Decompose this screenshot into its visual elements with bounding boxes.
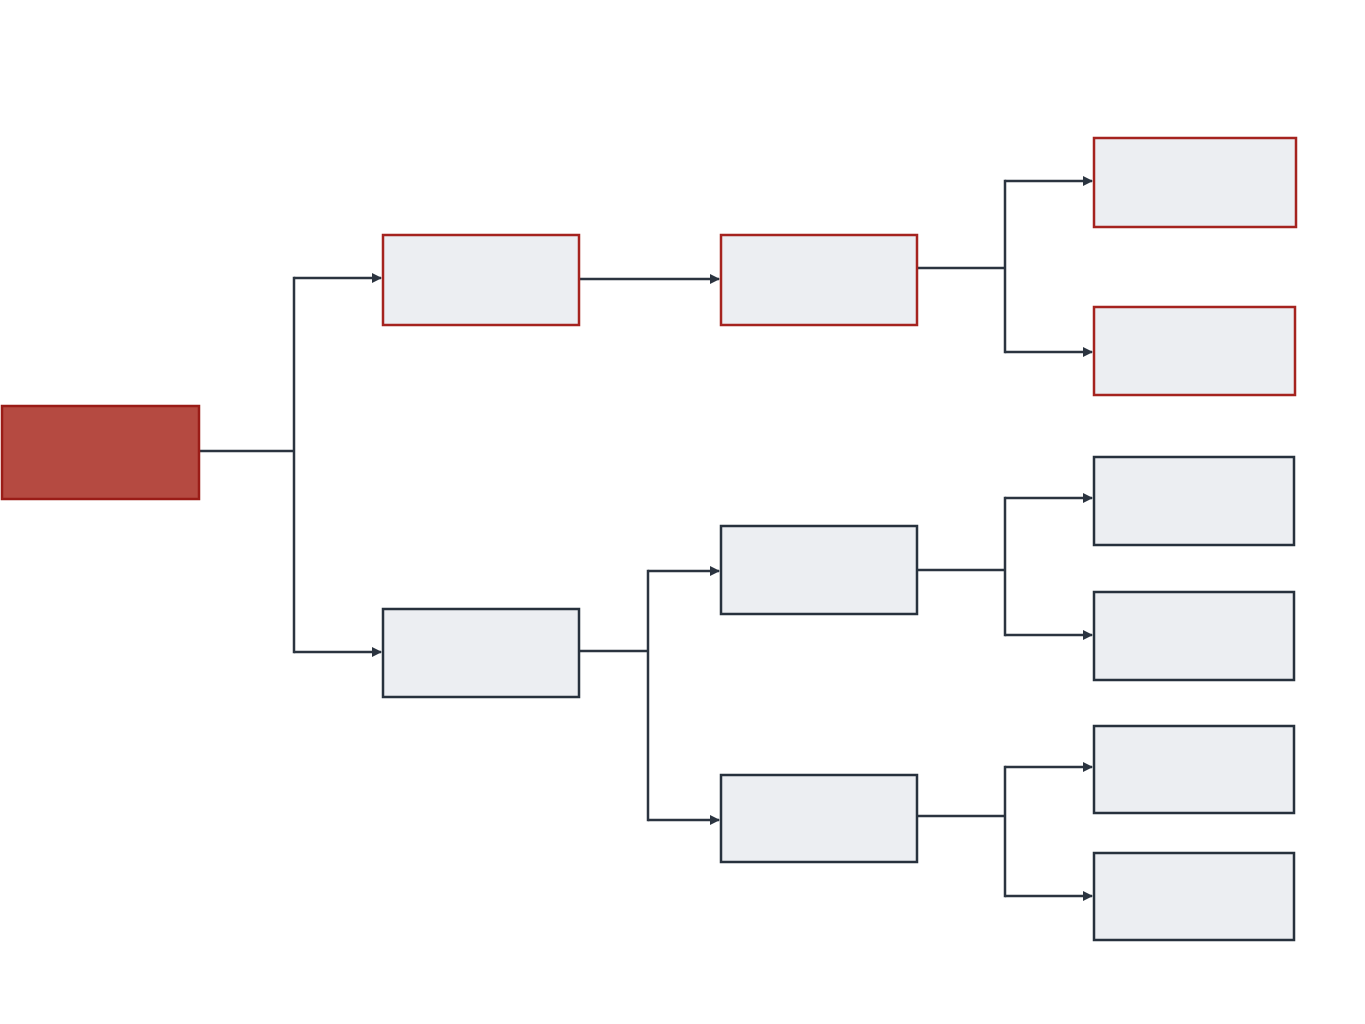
node-box-a <box>381 233 581 327</box>
node-box-b2 <box>719 773 919 864</box>
node-a1x <box>1092 136 1298 229</box>
node-box-a1x <box>1092 136 1298 229</box>
node-box-b2x <box>1092 724 1296 815</box>
node-box-b1y <box>1092 590 1296 682</box>
node-box-b1 <box>719 524 919 616</box>
node-b1x <box>1092 455 1296 547</box>
node-box-a1 <box>719 233 919 327</box>
node-box-b1x <box>1092 455 1296 547</box>
node-b2y <box>1092 851 1296 942</box>
connectors-group <box>199 176 1093 901</box>
nodes-group <box>0 136 1298 942</box>
node-a1 <box>719 233 919 327</box>
node-box-root <box>0 404 201 501</box>
node-box-b2y <box>1092 851 1296 942</box>
node-b <box>381 607 581 699</box>
node-b2x <box>1092 724 1296 815</box>
node-b1y <box>1092 590 1296 682</box>
node-a <box>381 233 581 327</box>
node-box-b <box>381 607 581 699</box>
node-box-a1y <box>1092 305 1297 397</box>
node-b2 <box>719 773 919 864</box>
node-a1y <box>1092 305 1297 397</box>
node-root <box>0 404 201 501</box>
node-b1 <box>719 524 919 616</box>
